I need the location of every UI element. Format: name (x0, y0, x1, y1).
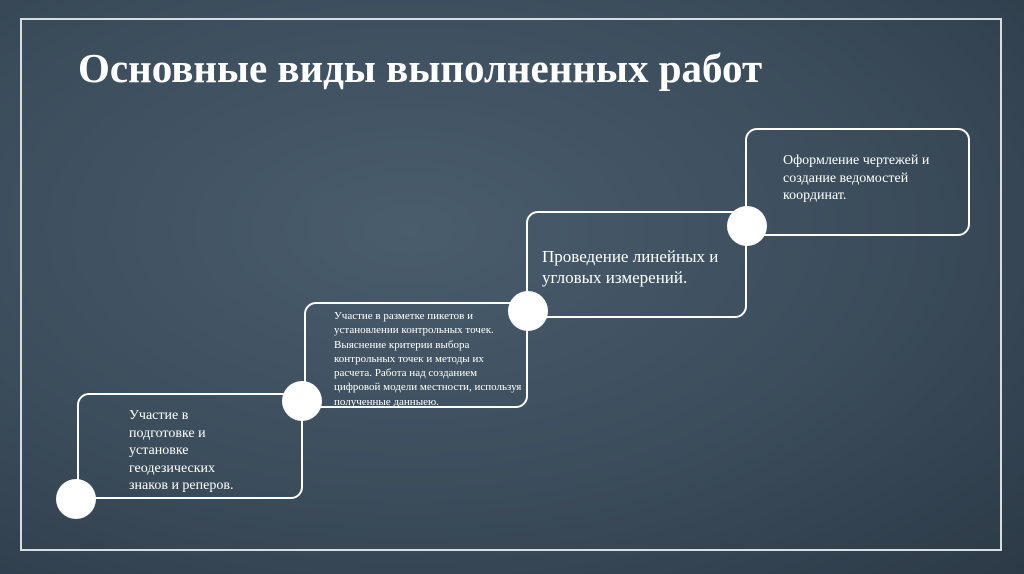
step-2-marker (282, 381, 322, 421)
step-3-text: Проведение линейных и угловых измерений. (542, 247, 719, 288)
step-4-marker (727, 206, 767, 246)
step-1-text: Участие в подготовке и установке геодези… (129, 408, 234, 493)
step-1-marker (56, 479, 96, 519)
step-2-box: Участие в разметке пикетов и установлени… (304, 302, 528, 408)
step-2-text: Участие в разметке пикетов и установлени… (334, 310, 522, 408)
step-1-box: Участие в подготовке и установке геодези… (77, 393, 303, 499)
step-4-text: Оформление чертежей и создание ведомосте… (783, 153, 930, 203)
slide-title: Основные виды выполненных работ (78, 45, 763, 91)
step-3-marker (508, 291, 548, 331)
step-4-box: Оформление чертежей и создание ведомосте… (745, 128, 970, 236)
slide-frame (20, 18, 1002, 551)
step-3-box: Проведение линейных и угловых измерений. (526, 211, 747, 318)
